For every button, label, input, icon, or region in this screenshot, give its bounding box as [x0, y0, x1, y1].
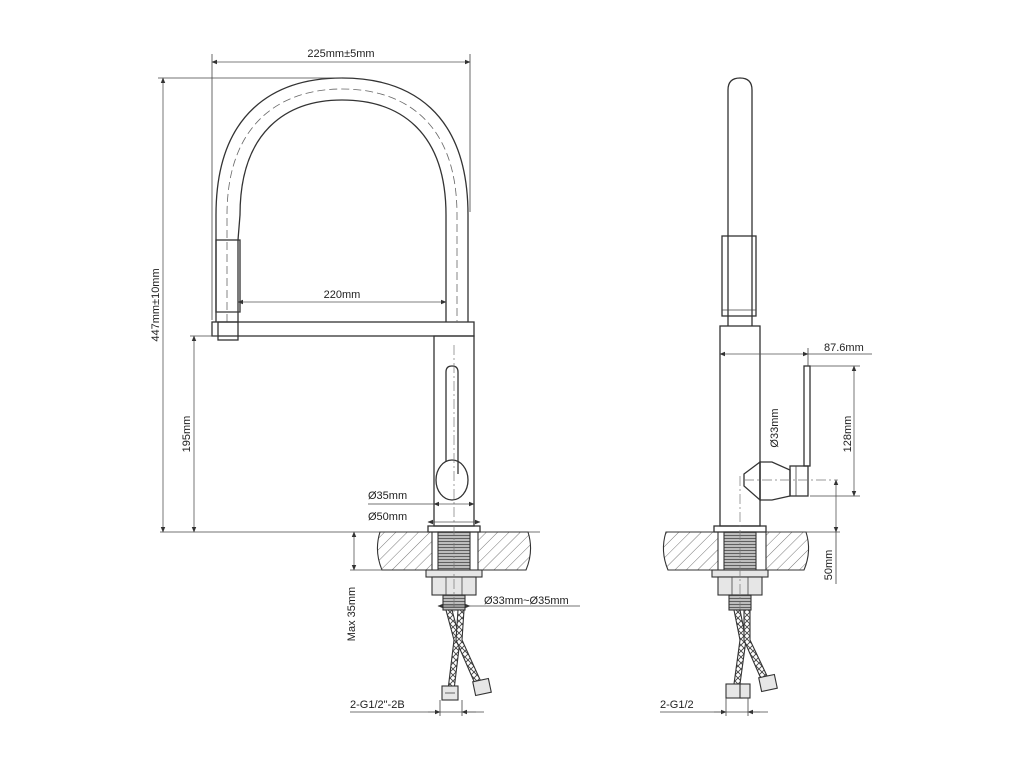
- front-gooseneck: [215, 77, 469, 322]
- side-handle-reach-label: 87.6mm: [824, 342, 864, 354]
- side-countertop: [662, 531, 719, 571]
- front-width-label: 225mm±5mm: [307, 48, 374, 60]
- side-dimensions: 87.6mm 128mm Ø33mm 50mm 2-G1/2: [660, 342, 872, 716]
- body-height-label: 195mm: [181, 416, 193, 453]
- front-dimensions: 225mm±5mm 447mm±10mm 220mm 195mm Ø35mm Ø…: [150, 48, 580, 716]
- side-hose-thread-label: 2-G1/2: [660, 699, 694, 711]
- base-diameter-label: Ø50mm: [368, 511, 407, 523]
- thread-diameter-label: Ø33mm~Ø35mm: [484, 595, 569, 607]
- front-countertop: [376, 531, 433, 571]
- side-handle-lever: [759, 461, 791, 501]
- side-spout-tube: [727, 77, 753, 326]
- front-view: [160, 77, 540, 701]
- front-hose-fitting-right: [472, 677, 492, 697]
- side-hose-right: [743, 609, 769, 682]
- front-handle-lever: [445, 365, 459, 474]
- front-hose-right: [455, 609, 483, 687]
- side-body-diameter-label: Ø33mm: [769, 408, 781, 447]
- front-height-label: 447mm±10mm: [150, 268, 162, 341]
- side-view: [662, 77, 838, 699]
- spout-reach-label: 220mm: [324, 289, 361, 301]
- side-handle-height-label: 128mm: [842, 416, 854, 453]
- max-thickness-label: Max 35mm: [346, 587, 358, 641]
- front-spray-head: [215, 239, 241, 313]
- body-diameter-label: Ø35mm: [368, 490, 407, 502]
- side-handle-stem: [803, 365, 811, 467]
- front-hose-thread-label: 2-G1/2"-2B: [350, 699, 405, 711]
- side-handle-base-label: 50mm: [823, 550, 835, 581]
